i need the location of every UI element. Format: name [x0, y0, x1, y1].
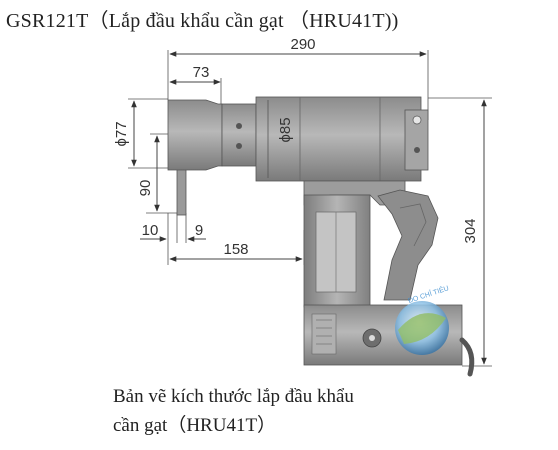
adjust-dial-center [369, 335, 375, 341]
grip-contour [399, 203, 427, 247]
dim-10-label: 10 [142, 222, 159, 239]
socket-head [167, 99, 223, 171]
caption-line-2: cần gạt（HRU41T） [113, 415, 277, 436]
dim-73-label: 73 [193, 64, 210, 81]
gear-housing [221, 103, 257, 167]
housing-bolt-2 [236, 143, 242, 149]
motor-body [255, 96, 422, 182]
rear-knob [412, 115, 422, 125]
dim-304-label: 304 [462, 218, 479, 243]
power-cable [459, 337, 475, 377]
caption-line-1: Bản vẽ kích thước lắp đầu khẩu [113, 386, 354, 407]
drawing-caption: Bản vẽ kích thước lắp đầu khẩu cần gạt（H… [113, 382, 354, 440]
dim-290-label: 290 [290, 36, 315, 53]
base-vent [311, 313, 337, 355]
rear-cap [404, 109, 429, 171]
dim-9-label: 9 [195, 222, 203, 239]
dim-77-label: ϕ77 [113, 121, 130, 146]
dim-90-label: 90 [137, 180, 154, 197]
drawing-title: GSR121T（Lắp đầu khẩu cần gạt （HRU41T)) [6, 10, 399, 32]
housing-bolt-1 [236, 123, 242, 129]
dim-158-label: 158 [223, 241, 248, 258]
rear-screw [414, 147, 420, 153]
watermark-land [398, 313, 446, 344]
handle-grip [377, 189, 439, 301]
dim-85-label: ϕ85 [277, 117, 294, 142]
